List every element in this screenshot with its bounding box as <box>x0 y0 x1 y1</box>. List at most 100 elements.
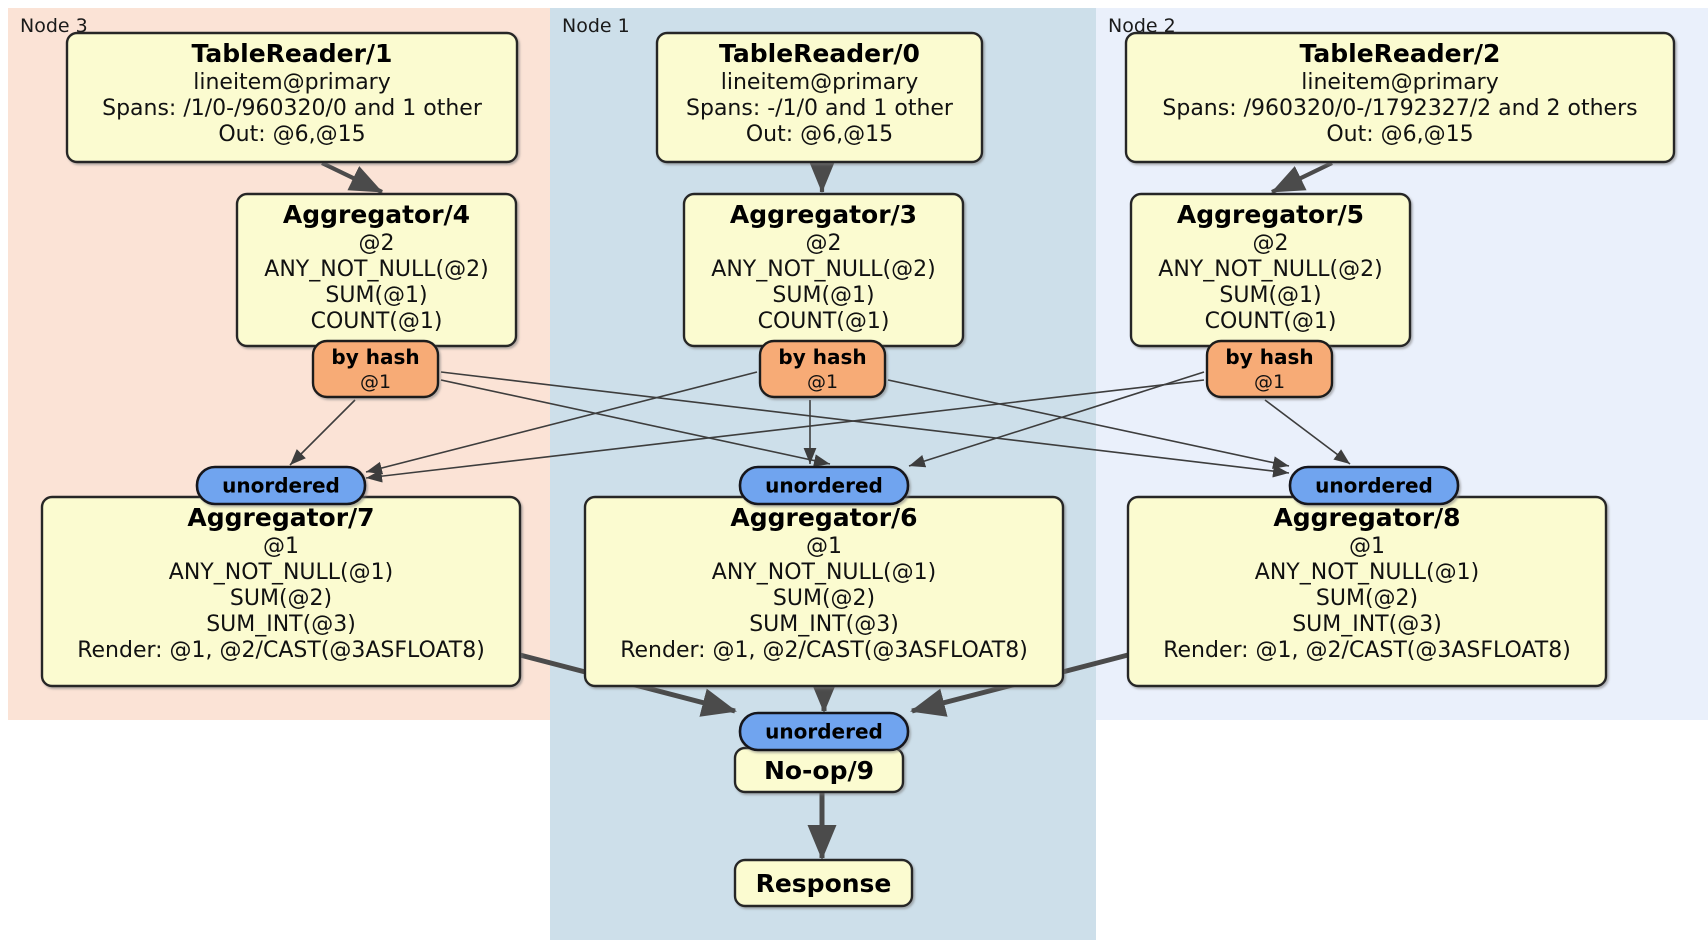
processor-response[interactable]: Response <box>733 858 914 908</box>
edge-hashR-unordM <box>908 371 1205 468</box>
processor-detail-line: SUM(@1) <box>772 283 874 308</box>
by-hash-badge-shape[interactable] <box>1205 339 1334 399</box>
badge-title: by hash <box>778 345 866 369</box>
unordered-badge-shape[interactable] <box>1288 465 1460 506</box>
edge-hashL-unordR <box>440 371 1290 478</box>
processor-detail-line: Spans: -/1/0 and 1 other <box>686 96 954 121</box>
processor-detail-line: Render: @1, @2/CAST(@3ASFLOAT8) <box>1163 638 1571 663</box>
processor-title: TableReader/2 <box>1300 39 1501 68</box>
badge-title: unordered <box>765 720 883 744</box>
processor-detail-line: SUM(@2) <box>230 586 332 611</box>
processor-detail-line: ANY_NOT_NULL(@1) <box>712 560 936 585</box>
processor-detail-line: ANY_NOT_NULL(@1) <box>1255 560 1479 585</box>
edge-hashR-unordL <box>365 379 1205 483</box>
processor-detail-line: SUM(@1) <box>325 283 427 308</box>
badge-hash-right[interactable]: by hash@1 <box>1205 339 1334 399</box>
badge-unordered-left[interactable]: unordered <box>195 465 367 506</box>
node-panel-label: Node 2 <box>1108 15 1176 37</box>
unordered-badge-shape[interactable] <box>738 711 910 752</box>
edge-hashL-unordL <box>289 399 356 466</box>
processor-detail-line: @1 <box>263 534 299 559</box>
badge-hash-mid[interactable]: by hash@1 <box>758 339 887 399</box>
processor-title: Aggregator/7 <box>187 503 374 532</box>
processor-title: Aggregator/8 <box>1273 503 1460 532</box>
processor-title: Aggregator/5 <box>1177 200 1364 229</box>
badge-title: unordered <box>765 474 883 498</box>
processor-detail-line: @2 <box>359 231 395 256</box>
edge-hashR-unordR <box>1264 399 1351 465</box>
badge-title: by hash <box>331 345 419 369</box>
processor-aggregator4[interactable]: Aggregator/4@2ANY_NOT_NULL(@2)SUM(@1)COU… <box>235 192 518 348</box>
processor-title: No-op/9 <box>764 756 874 785</box>
badge-unordered-final[interactable]: unordered <box>738 711 910 752</box>
badge-subtitle: @1 <box>360 371 391 393</box>
processor-aggregator3[interactable]: Aggregator/3@2ANY_NOT_NULL(@2)SUM(@1)COU… <box>682 192 965 348</box>
badge-title: by hash <box>1225 345 1313 369</box>
edge-hashM-unordR <box>887 379 1290 469</box>
processor-aggregator6[interactable]: Aggregator/6@1ANY_NOT_NULL(@1)SUM(@2)SUM… <box>583 495 1065 688</box>
unordered-badge-shape[interactable] <box>195 465 367 506</box>
processor-detail-line: ANY_NOT_NULL(@2) <box>264 257 488 282</box>
processor-title: Aggregator/3 <box>730 200 917 229</box>
processor-detail-line: SUM_INT(@3) <box>749 612 899 637</box>
node-panel-label: Node 1 <box>562 15 630 37</box>
processor-title: Response <box>756 869 892 898</box>
processor-noop9[interactable]: No-op/9 <box>733 746 905 794</box>
processor-detail-line: lineitem@primary <box>1301 70 1499 95</box>
processor-detail-line: SUM_INT(@3) <box>1292 612 1442 637</box>
processor-detail-line: Out: @6,@15 <box>1326 122 1473 147</box>
processor-box[interactable] <box>733 858 914 908</box>
processor-detail-line: ANY_NOT_NULL(@1) <box>169 560 393 585</box>
badge-subtitle: @1 <box>807 371 838 393</box>
processor-detail-line: Spans: /960320/0-/1792327/2 and 2 others <box>1162 96 1637 121</box>
badge-title: unordered <box>222 474 340 498</box>
processor-detail-line: Out: @6,@15 <box>218 122 365 147</box>
by-hash-badge-shape[interactable] <box>758 339 887 399</box>
edge-hashM-unordL <box>365 371 758 475</box>
processor-detail-line: lineitem@primary <box>193 70 391 95</box>
processor-detail-line: Spans: /1/0-/960320/0 and 1 other <box>102 96 483 121</box>
badge-unordered-mid[interactable]: unordered <box>738 465 910 506</box>
edge-hashL-unordM <box>440 379 831 467</box>
edge-tr1-agg4 <box>321 161 383 194</box>
badge-unordered-right[interactable]: unordered <box>1288 465 1460 506</box>
processor-aggregator5[interactable]: Aggregator/5@2ANY_NOT_NULL(@2)SUM(@1)COU… <box>1129 192 1412 348</box>
processor-detail-line: SUM(@2) <box>773 586 875 611</box>
processor-title: TableReader/1 <box>192 39 393 68</box>
badge-hash-left[interactable]: by hash@1 <box>311 339 440 399</box>
processor-detail-line: Render: @1, @2/CAST(@3ASFLOAT8) <box>620 638 1028 663</box>
processor-title: Aggregator/6 <box>730 503 917 532</box>
processor-detail-line: COUNT(@1) <box>311 309 443 334</box>
processor-box[interactable] <box>65 31 519 164</box>
processor-detail-line: @2 <box>1253 231 1289 256</box>
processor-aggregator7[interactable]: Aggregator/7@1ANY_NOT_NULL(@1)SUM(@2)SUM… <box>40 495 522 688</box>
processor-detail-line: ANY_NOT_NULL(@2) <box>1158 257 1382 282</box>
processor-box[interactable] <box>1124 31 1676 164</box>
processor-detail-line: ANY_NOT_NULL(@2) <box>711 257 935 282</box>
processor-title: TableReader/0 <box>719 39 920 68</box>
processor-detail-line: @1 <box>1349 534 1385 559</box>
processor-box[interactable] <box>655 31 984 164</box>
processor-aggregator8[interactable]: Aggregator/8@1ANY_NOT_NULL(@1)SUM(@2)SUM… <box>1126 495 1608 688</box>
processor-detail-line: SUM(@2) <box>1316 586 1418 611</box>
processor-detail-line: SUM(@1) <box>1219 283 1321 308</box>
processor-detail-line: @1 <box>806 534 842 559</box>
by-hash-badge-shape[interactable] <box>311 339 440 399</box>
unordered-badge-shape[interactable] <box>738 465 910 506</box>
badge-subtitle: @1 <box>1254 371 1285 393</box>
processor-detail-line: SUM_INT(@3) <box>206 612 356 637</box>
processor-title: Aggregator/4 <box>283 200 470 229</box>
node-panel-label: Node 3 <box>20 15 88 37</box>
processor-detail-line: lineitem@primary <box>721 70 919 95</box>
processor-detail-line: @2 <box>806 231 842 256</box>
edge-tr2-agg5 <box>1271 161 1333 194</box>
processor-detail-line: COUNT(@1) <box>1205 309 1337 334</box>
processor-detail-line: Render: @1, @2/CAST(@3ASFLOAT8) <box>77 638 485 663</box>
